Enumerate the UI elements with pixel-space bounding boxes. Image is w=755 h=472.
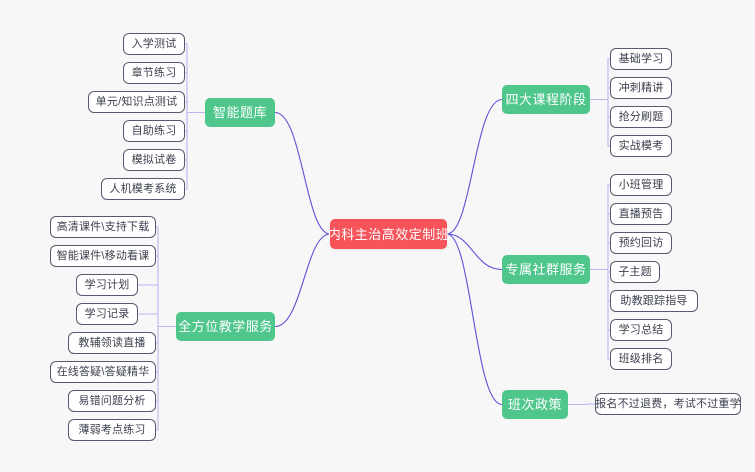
leaf-node[interactable]: 教辅领读直播 <box>68 332 156 354</box>
leaf-node[interactable]: 人机模考系统 <box>101 178 185 200</box>
branch-node-quanfangwei-jiaoxue[interactable]: 全方位教学服务 <box>176 312 275 341</box>
branch-node-banci-zhengce[interactable]: 班次政策 <box>502 390 568 419</box>
leaf-node[interactable]: 直播预告 <box>610 203 672 225</box>
root-node[interactable]: 内科主治高效定制班 <box>328 219 449 249</box>
leaf-node[interactable]: 报名不过退费，考试不过重学 <box>595 393 741 415</box>
leaf-node[interactable]: 易错问题分析 <box>68 390 156 412</box>
branch-node-zhuanshu-shequn[interactable]: 专属社群服务 <box>502 255 590 284</box>
leaf-node[interactable]: 薄弱考点练习 <box>68 419 156 441</box>
leaf-node[interactable]: 子主题 <box>610 261 660 283</box>
leaf-node[interactable]: 智能课件\移动看课 <box>50 245 156 267</box>
leaf-node[interactable]: 实战模考 <box>610 135 672 157</box>
branch-node-sida-kecheng[interactable]: 四大课程阶段 <box>502 85 590 114</box>
leaf-node[interactable]: 基础学习 <box>610 48 672 70</box>
leaf-node[interactable]: 在线答疑\答疑精华 <box>50 361 156 383</box>
leaf-node[interactable]: 助教跟踪指导 <box>610 290 698 312</box>
leaf-node[interactable]: 学习总结 <box>610 319 672 341</box>
leaf-node[interactable]: 预约回访 <box>610 232 672 254</box>
branch-node-zhineng-tiku[interactable]: 智能题库 <box>205 98 275 127</box>
leaf-node[interactable]: 学习记录 <box>76 303 138 325</box>
leaf-node[interactable]: 单元/知识点测试 <box>88 91 185 113</box>
leaf-node[interactable]: 班级排名 <box>610 348 672 370</box>
leaf-node[interactable]: 模拟试卷 <box>123 149 185 171</box>
leaf-node[interactable]: 冲刺精讲 <box>610 77 672 99</box>
leaf-node[interactable]: 自助练习 <box>123 120 185 142</box>
leaf-node[interactable]: 小班管理 <box>610 174 672 196</box>
leaf-node[interactable]: 入学测试 <box>123 33 185 55</box>
leaf-node[interactable]: 高清课件\支持下载 <box>50 216 156 238</box>
leaf-node[interactable]: 学习计划 <box>76 274 138 296</box>
leaf-node[interactable]: 章节练习 <box>123 62 185 84</box>
leaf-node[interactable]: 抢分刷题 <box>610 106 672 128</box>
